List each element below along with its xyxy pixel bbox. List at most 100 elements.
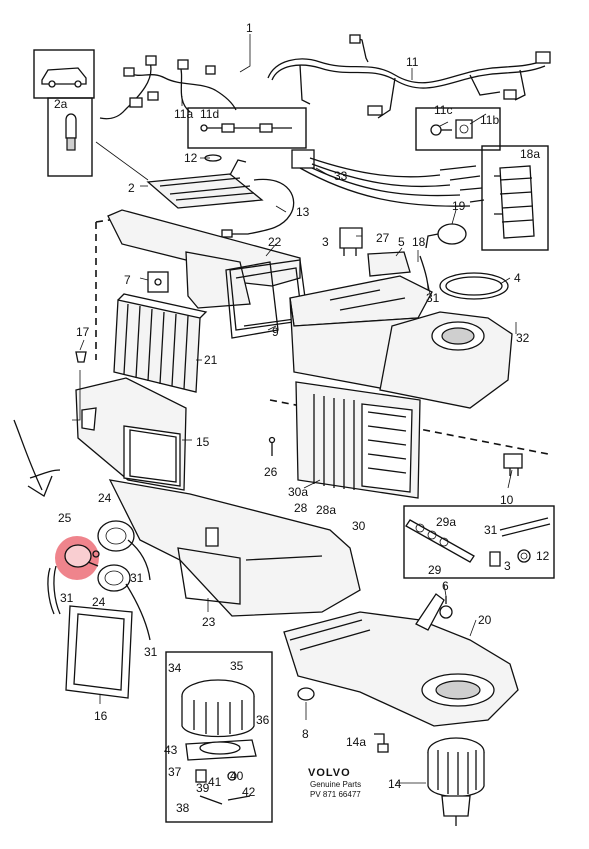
callout-19: 19	[452, 199, 466, 213]
callout-25: 25	[58, 511, 72, 525]
callout-3b: 3	[504, 559, 511, 573]
wiring-harness-11	[267, 34, 551, 119]
callout-12: 12	[184, 151, 198, 165]
callout-3: 3	[322, 235, 329, 249]
callout-38: 38	[176, 801, 190, 815]
parts-box-2a	[33, 49, 95, 177]
callout-35: 35	[230, 659, 244, 673]
callout-16: 16	[94, 709, 108, 723]
callout-11d: 11d	[200, 107, 219, 121]
callout-31e: 31	[144, 645, 158, 659]
nut-6	[439, 596, 453, 619]
callout-18: 18	[412, 235, 426, 249]
callout-26: 26	[264, 465, 278, 479]
callout-27: 27	[376, 231, 390, 245]
callout-30: 30	[352, 519, 366, 533]
callout-32: 32	[516, 331, 530, 345]
hose-31	[47, 565, 61, 615]
clip-17	[75, 351, 87, 363]
callout-31d: 31	[60, 591, 74, 605]
callout-31a: 31	[426, 291, 440, 305]
callout-2: 2	[128, 181, 135, 195]
callout-11c: 11c	[434, 103, 452, 117]
heater-box-15	[75, 377, 187, 491]
callout-39: 39	[196, 781, 210, 795]
heater-core-30a	[295, 381, 421, 499]
brand-line-2: PV 871 66477	[310, 790, 361, 799]
heater-valve-24-upper	[97, 520, 151, 581]
resistor-8	[297, 687, 315, 701]
screw-26	[268, 436, 276, 456]
callout-22: 22	[268, 235, 282, 249]
callout-6: 6	[442, 579, 449, 593]
control-switch-2	[146, 154, 295, 238]
tube-14a	[374, 733, 389, 753]
callout-17: 17	[76, 325, 90, 339]
blower-motor-14	[427, 737, 485, 826]
callout-7: 7	[124, 273, 131, 287]
volvo-genuine-parts-mark: VOLVO Genuine Parts PV 871 66477	[308, 767, 361, 799]
callout-labels: 1 2 2a 3 3 4 5 6 7 8 9 10 11 11a 11b 11c…	[54, 21, 550, 815]
callout-15: 15	[196, 435, 210, 449]
parts-box-29	[403, 505, 555, 579]
callout-5: 5	[398, 235, 405, 249]
callout-18a: 18a	[520, 147, 540, 161]
callout-11: 11	[406, 55, 419, 69]
parts-box-11d	[187, 107, 307, 149]
parts-box-11b-11c	[415, 107, 501, 151]
parts-box-18a	[481, 145, 549, 251]
wiring-connector-33	[291, 149, 485, 207]
heater-valve-24-lower	[97, 564, 151, 641]
annotation-arrow	[13, 419, 61, 497]
gasket-ring-4	[439, 272, 509, 300]
callout-21: 21	[204, 353, 218, 367]
callout-33: 33	[334, 169, 348, 183]
callout-4: 4	[514, 271, 521, 285]
callout-24: 24	[98, 491, 112, 505]
callout-24b: 24	[92, 595, 106, 609]
callout-14a: 14a	[346, 735, 366, 749]
callout-28a: 28a	[316, 503, 336, 517]
callout-36: 36	[256, 713, 270, 727]
callout-8: 8	[302, 727, 309, 741]
blower-housing-20	[283, 593, 519, 727]
callout-20: 20	[478, 613, 492, 627]
callout-13: 13	[296, 205, 310, 219]
callout-40: 40	[230, 769, 244, 783]
vacuum-actuator-19	[425, 223, 467, 249]
bracket-7	[147, 271, 169, 293]
callout-41: 41	[208, 775, 222, 789]
callout-43: 43	[164, 743, 178, 757]
evaporator-housing	[289, 275, 513, 409]
callout-28: 28	[294, 501, 308, 515]
callout-29: 29	[428, 563, 442, 577]
callout-10: 10	[500, 493, 514, 507]
lower-housing-23	[108, 479, 361, 617]
callout-11a: 11a	[174, 107, 193, 121]
callout-31c: 31	[130, 571, 144, 585]
wiring-harness-11a	[99, 55, 237, 120]
seal-frame-9	[225, 261, 279, 339]
callout-34: 34	[168, 661, 182, 675]
seal-frame-16	[65, 605, 133, 699]
relay-10	[503, 453, 523, 476]
brand-name: VOLVO	[308, 767, 351, 779]
callout-12b: 12	[536, 549, 550, 563]
parts-box-34-43	[165, 651, 273, 823]
cabin-filter-21	[113, 293, 208, 393]
callout-2a: 2a	[54, 97, 68, 111]
callout-31b: 31	[484, 523, 498, 537]
callout-11b: 11b	[480, 113, 499, 127]
heater-housing-upper-22	[107, 209, 309, 331]
relay-27	[339, 227, 363, 256]
callout-1: 1	[246, 21, 253, 35]
brand-line-1: Genuine Parts	[310, 780, 361, 789]
leader-lines	[72, 34, 517, 784]
callout-30a: 30a	[288, 485, 308, 499]
callout-42: 42	[242, 785, 256, 799]
callout-9: 9	[272, 325, 279, 339]
part-25-highlighted	[55, 536, 100, 580]
callout-23: 23	[202, 615, 216, 629]
callout-29a: 29a	[436, 515, 456, 529]
